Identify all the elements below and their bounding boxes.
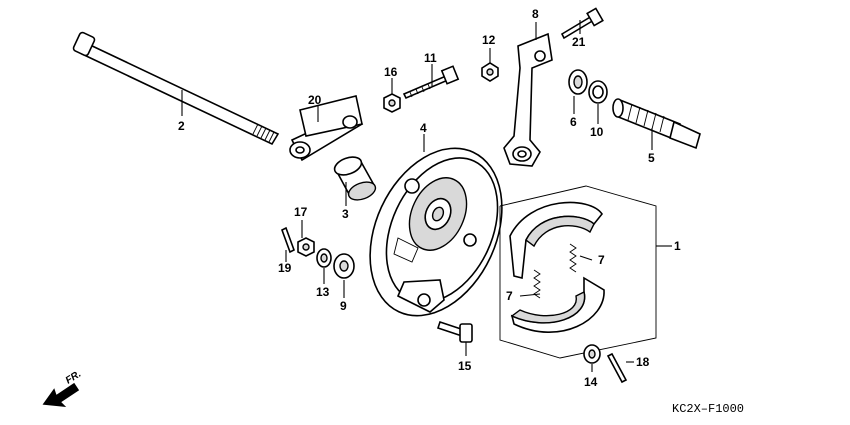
callout-5: 5	[648, 151, 655, 165]
part-nut-12	[481, 62, 499, 82]
part-seal-10	[588, 80, 608, 104]
callout-11: 11	[424, 51, 437, 65]
callouts: 1 2 3 4 5 6 7 7 8 9 10 11 12 13 14 15 16…	[178, 7, 681, 389]
callout-13: 13	[316, 285, 330, 299]
part-collar	[333, 156, 377, 201]
part-cotter-pin-19	[281, 226, 295, 254]
direction-label: FR.	[64, 369, 83, 387]
callout-18: 18	[636, 355, 650, 369]
callout-14: 14	[584, 375, 598, 389]
diagram-code: KC2X–F1000	[672, 402, 744, 416]
callout-4: 4	[420, 121, 427, 135]
part-link-arm	[289, 95, 364, 162]
arrow-down-left-icon	[42, 382, 80, 408]
front-direction-indicator: FR.	[42, 369, 83, 408]
callout-8: 8	[532, 7, 539, 21]
callout-7a: 7	[598, 253, 605, 267]
callout-17: 17	[294, 205, 308, 219]
callout-20: 20	[308, 93, 322, 107]
part-bolt-15	[436, 320, 473, 343]
callout-19: 19	[278, 261, 292, 275]
part-brake-arm	[503, 32, 553, 167]
part-washer-13	[316, 248, 332, 268]
part-washer-14	[583, 344, 601, 364]
callout-9: 9	[340, 299, 347, 313]
part-nut-9	[333, 253, 355, 279]
callout-12: 12	[482, 33, 496, 47]
callout-3: 3	[342, 207, 349, 221]
part-brake-panel	[369, 147, 503, 317]
part-brake-shoe-set	[499, 185, 657, 359]
callout-16: 16	[384, 65, 398, 79]
callout-10: 10	[590, 125, 604, 139]
part-washer-6	[568, 69, 588, 95]
part-bolt-11	[402, 65, 460, 100]
part-cotter-pin-18	[606, 352, 628, 384]
part-nut-17	[297, 237, 315, 257]
callout-15: 15	[458, 359, 472, 373]
leader-lines	[181, 20, 672, 372]
part-bolt-21	[560, 7, 604, 40]
callout-7b: 7	[506, 289, 513, 303]
callout-6: 6	[570, 115, 577, 129]
callout-1: 1	[674, 239, 681, 253]
callout-21: 21	[572, 35, 586, 49]
part-nut-16	[383, 93, 401, 113]
callout-2: 2	[178, 119, 185, 133]
part-brake-cam	[612, 98, 701, 150]
part-axle	[72, 31, 280, 146]
